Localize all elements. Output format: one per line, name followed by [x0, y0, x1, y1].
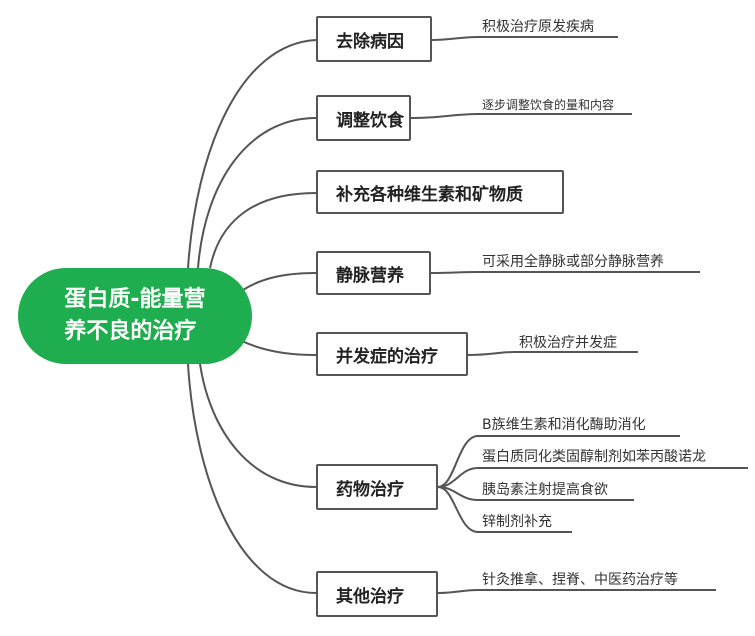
branch-other-therapy: 其他治疗	[316, 571, 438, 617]
connector-branch-7	[187, 363, 317, 594]
connector-leaf-1	[431, 36, 618, 41]
leaf-treat-complications: 积极治疗并发症	[519, 335, 617, 351]
branch-iv-nutrition: 静脉营养	[316, 251, 431, 295]
branch-vitamins-minerals: 补充各种维生素和矿物质	[316, 170, 564, 214]
branch-complications: 并发症的治疗	[316, 332, 468, 376]
connector-branch-2	[197, 117, 317, 269]
root-line-1: 蛋白质-能量营	[64, 287, 206, 312]
leaf-acupuncture-tcm: 针灸推拿、捏脊、中医药治疗等	[482, 572, 678, 588]
leaf-b-vitamins: B族维生素和消化酶助消化	[482, 417, 646, 433]
connector-leaf-4	[430, 271, 700, 274]
root-line-2: 养不良的治疗	[64, 319, 197, 344]
connector-branch-3	[209, 192, 317, 269]
connector-leaf-5	[467, 351, 638, 356]
root-node: 蛋白质-能量营 养不良的治疗	[18, 268, 252, 364]
branch-adjust-diet: 调整饮食	[316, 95, 411, 141]
connector-branch-4	[239, 272, 317, 293]
leaf-zinc: 锌制剂补充	[482, 514, 552, 530]
connector-leaf-7	[437, 589, 716, 594]
leaf-anabolic-steroid: 蛋白质同化类固醇制剂如苯丙酸诺龙	[482, 449, 706, 465]
leaf-treat-primary-disease: 积极治疗原发疾病	[482, 19, 594, 35]
connector-leaf-6d	[437, 486, 572, 533]
branch-remove-cause: 去除病因	[316, 16, 432, 62]
connector-leaf-6b	[437, 467, 748, 488]
connector-leaf-6a	[437, 435, 680, 488]
branch-drug-therapy: 药物治疗	[316, 464, 438, 510]
connector-branch-1	[187, 39, 317, 269]
leaf-insulin: 胰岛素注射提高食欲	[482, 482, 608, 498]
connector-branch-5	[239, 339, 317, 356]
connector-branch-6	[199, 363, 317, 488]
leaf-iv-nutrition: 可采用全静脉或部分静脉营养	[482, 254, 664, 270]
leaf-adjust-diet: 逐步调整饮食的量和内容	[482, 98, 615, 112]
connector-leaf-2	[410, 113, 632, 119]
